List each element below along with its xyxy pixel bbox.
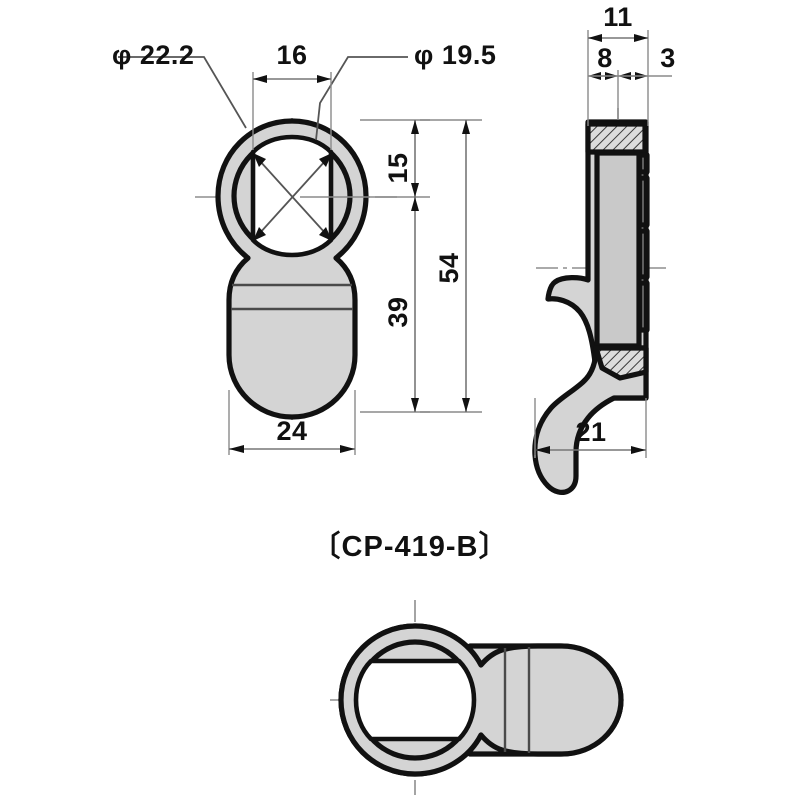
side-barrel-fill xyxy=(597,153,639,346)
arrow-15-bottom xyxy=(411,183,419,197)
arrow-24-right xyxy=(340,445,355,453)
bore-arrowhead-tr xyxy=(319,153,332,167)
side-section-hatch-top xyxy=(588,124,645,152)
bore-diameter-arrow-2 xyxy=(258,159,327,235)
arrow-21-left xyxy=(535,446,550,454)
arrow-11-right xyxy=(634,34,648,42)
rotated-plan-view xyxy=(330,600,624,795)
label-center-to-bottom: 39 xyxy=(383,296,413,327)
bore-arrowhead-tl xyxy=(253,153,266,167)
label-overall-height: 54 xyxy=(434,252,464,283)
side-flange-slot-3 xyxy=(637,228,650,280)
front-view xyxy=(118,56,482,455)
side-flange-slot-1 xyxy=(637,152,650,175)
label-bore-inner-diameter: φ 19.5 xyxy=(414,40,496,70)
bore-arrowhead-bl xyxy=(253,227,266,241)
part-number-label: 〔CP-419-B〕 xyxy=(312,530,509,563)
label-body-thickness: 8 xyxy=(597,43,613,73)
label-total-thickness: 11 xyxy=(603,2,633,32)
side-tail-profile xyxy=(532,345,649,495)
side-flange-slot-2 xyxy=(637,175,650,228)
side-section-view xyxy=(532,30,672,495)
arrow-16-right xyxy=(317,75,331,83)
label-bore-outer-diameter: φ 22.2 xyxy=(112,40,194,70)
side-top-hatch-border xyxy=(585,121,648,155)
plan-bore-inner-profile xyxy=(353,658,477,742)
label-top-to-center: 15 xyxy=(383,152,413,183)
arrow-11-left xyxy=(588,34,602,42)
label-overall-depth: 21 xyxy=(575,417,606,447)
arrow-54-top xyxy=(462,120,470,134)
arrow-21-right xyxy=(631,446,646,454)
bore-arrowhead-br xyxy=(319,227,332,241)
label-overall-width: 24 xyxy=(276,416,307,446)
leader-bore-outer xyxy=(118,56,247,129)
side-tail-joint-border xyxy=(593,345,649,381)
arrow-24-left xyxy=(229,445,244,453)
arrow-16-left xyxy=(253,75,267,83)
arrow-15-top xyxy=(411,120,419,134)
arrow-39-top xyxy=(411,197,419,211)
arrow-54-bottom xyxy=(462,398,470,412)
arrow-39-bottom xyxy=(411,398,419,412)
leader-bore-inner xyxy=(315,56,408,141)
label-flange-thickness: 3 xyxy=(660,43,676,73)
side-flange-slot-4 xyxy=(637,280,650,333)
label-flat-width: 16 xyxy=(276,40,307,70)
